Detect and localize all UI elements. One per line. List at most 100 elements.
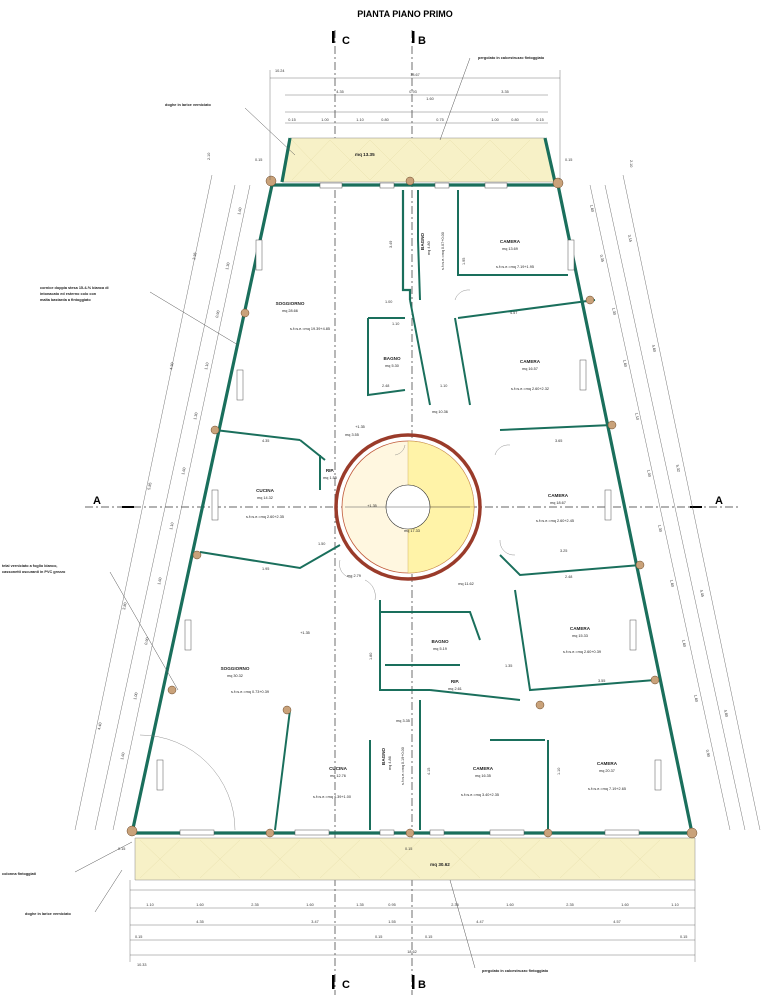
loggia-top-hatch [291, 139, 531, 181]
section-label-b-bottom: B [418, 979, 426, 991]
dim-left-outer-2: 5.85 [147, 482, 153, 490]
section-label-c-top: C [342, 35, 350, 47]
dim-inner-15: 1.80 [369, 653, 373, 660]
dim-bot-r3-1: 0.15 [375, 935, 382, 939]
dim-bot-overall-b: 10.33 [137, 963, 147, 967]
dim-right-7: 1.60 [669, 579, 675, 587]
dim-left-6: 1.10 [169, 522, 175, 530]
dims-right-group: 1.60 0.35 1.30 1.60 1.10 1.00 1.30 1.60 … [589, 204, 729, 757]
stair-level: +1.35 [367, 504, 377, 508]
dim-right-6: 1.30 [657, 524, 663, 532]
camera-1-calc: s.f=s.e.=mq 7.19+1.95 [496, 265, 534, 269]
dim-inner-12: 3.55 [598, 679, 605, 683]
camera-4-calc: s.f=s.e.=mq 2.60+0.39 [563, 650, 601, 654]
bagno-v1-name: BAGNO [420, 232, 425, 250]
bagno-2-name: BAGNO [431, 639, 449, 644]
dim-bot-r1-9: 1.60 [621, 903, 628, 907]
bagno-v2-calc: s.f=s.e.=mq 0.19+0.00 [401, 747, 405, 785]
soggiorno-1-area: mq 28.66 [282, 309, 298, 313]
rip-1-area: mq 1.55 [323, 476, 337, 480]
dim-bot-r1-2: 2.35 [251, 903, 258, 907]
dim-left-4: 1.30 [193, 412, 199, 420]
dim-bot-r1-8: 2.35 [566, 903, 573, 907]
dim-right-outer-1: 4.60 [651, 344, 657, 352]
camera-6-name: CAMERA [597, 761, 618, 766]
leader-lines [74, 57, 476, 969]
note-pergola-bottom: pergolato in calcestruzzo fintoggiato [482, 969, 549, 973]
cucina-1-calc: s.f=s.e.=mq 2.60+2.35 [246, 515, 284, 519]
rip-2-name: RIP. [451, 679, 459, 684]
dim-left-8: 0.90 [144, 637, 150, 645]
camera-2-area: mq 16.57 [522, 367, 538, 371]
page-title: PIANTA PIANO PRIMO [357, 9, 453, 19]
dim-top-tiny-0: 0.15 [255, 158, 262, 162]
dim-bot-r1-10: 1.10 [671, 903, 678, 907]
dim-bot-r3-2: 0.15 [425, 935, 432, 939]
section-mark-c-bottom [332, 975, 335, 989]
camera-5-area: mq 16.35 [475, 774, 491, 778]
dim-inner-8: 4.35 [262, 439, 269, 443]
cucina-2-calc: s.f=s.e.=mq 4.39+1.00 [313, 795, 351, 799]
section-mark-a-left [122, 506, 134, 508]
dim-inner-17: 1.10 [557, 768, 561, 775]
bagno-1-area: mq 5.30 [385, 364, 399, 368]
loggia-bottom [134, 837, 696, 881]
dis-3-area: mq 2.79 [347, 574, 361, 578]
dim-bot-r1-3: 1.60 [306, 903, 313, 907]
dim-right-3: 1.60 [622, 359, 628, 367]
dim-right-1: 0.35 [599, 254, 605, 262]
dim-inner-9: 3.25 [560, 549, 567, 553]
soggiorno-1-name: SOGGIORNO [276, 301, 305, 306]
dim-top-r1-0: 4.35 [336, 90, 343, 94]
dim-right-9: 1.60 [693, 694, 699, 702]
dim-inner-11: 1.35 [505, 664, 512, 668]
soggiorno-2-name: SOGGIORNO [221, 666, 250, 671]
pillars [126, 175, 698, 839]
soggiorno-1-calc: s.f=s.e.=mq 19.39+4.85 [290, 327, 330, 331]
dim-bot-r2-0: 4.35 [196, 920, 203, 924]
section-mark-a-right [690, 506, 702, 508]
dim-top-side-right: 2.10 [629, 160, 633, 167]
camera-3-name: CAMERA [548, 493, 569, 498]
dim-left-5: 1.60 [181, 467, 187, 475]
loggia-top-wall-right [543, 137, 557, 183]
bagno-v1-calc: s.f=s.e.=mq 0.07+0.00 [441, 232, 445, 270]
dim-left-outer-0: 3.35 [192, 252, 198, 260]
door-swings [139, 289, 516, 831]
dim-bot-r1-7: 1.60 [506, 903, 513, 907]
dim-right-outer-2: 5.32 [675, 464, 681, 472]
dim-left-7: 1.60 [157, 577, 163, 585]
loggia-bottom-area: mq 30.62 [430, 862, 450, 867]
cucina-1-name: CUCINA [256, 488, 275, 493]
dim-top-overall-b: 10.24 [275, 69, 285, 73]
note-left-bottom-b: doghe in larice verniciato [25, 912, 71, 916]
note-left-lower-2: cassonetti oscuranti in PVC grezzo [2, 570, 66, 574]
dim-inner-4: 4.57 [510, 311, 517, 315]
dim-top-r2-0: 0.15 [288, 118, 295, 122]
camera-3-area: mq 18.67 [550, 501, 566, 505]
dim-top-r1-1: 0.93 [409, 90, 416, 94]
camera-5-name: CAMERA [473, 766, 494, 771]
section-label-a-right: A [715, 495, 723, 507]
camera-1-area: mq 13.69 [502, 247, 518, 251]
dim-inner-0: 3.49 [389, 241, 393, 248]
interior-walls [199, 190, 656, 831]
note-pergola-top: pergolato in calcestruzzo fintoggiato [478, 56, 545, 60]
dim-right-10: 0.90 [705, 749, 711, 757]
camera-1-name: CAMERA [500, 239, 521, 244]
dim-bot-r1-4: 1.35 [356, 903, 363, 907]
note-left-upper-2: intonacato ed esterno colo con [40, 292, 97, 296]
dim-left-2: 0.90 [215, 310, 221, 318]
camera-6-calc: s.f=s.e.=mq 7.19+2.65 [588, 787, 626, 791]
dis-1-area: mq 10.36 [432, 410, 448, 414]
bagno-v1-area: mq 4.80 [427, 241, 431, 255]
dim-top-tiny-1: 0.15 [565, 158, 572, 162]
camera-6-area: mq 20.37 [599, 769, 615, 773]
level-1-area: mq 3.55 [345, 433, 359, 437]
dim-right-8: 1.60 [681, 639, 687, 647]
camera-2-calc: s.f=s.e.=mq 2.60+2.32 [511, 387, 549, 391]
section-mark-b-bottom [412, 975, 415, 989]
dim-right-outer-3: 4.45 [699, 589, 705, 597]
